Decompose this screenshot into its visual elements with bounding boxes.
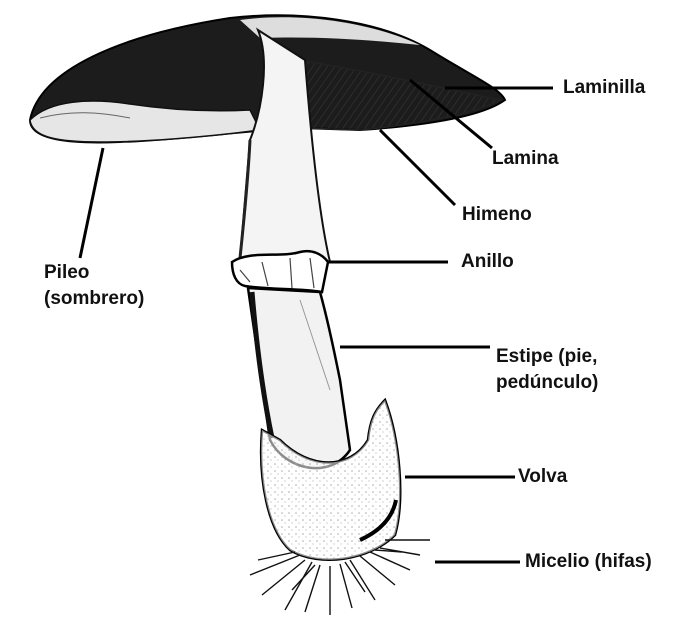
label-estipe-line2: pedúnculo): [496, 372, 598, 394]
label-volva: Volva: [518, 466, 567, 488]
label-pileo-line1: Pileo: [44, 262, 89, 284]
label-lamina: Lamina: [492, 148, 559, 170]
label-estipe-line1: Estipe (pie,: [496, 346, 597, 368]
label-pileo-line2: (sombrero): [44, 288, 144, 310]
label-himeno: Himeno: [462, 204, 532, 226]
anillo-ring: [232, 251, 328, 292]
label-laminilla: Laminilla: [563, 77, 645, 99]
leader-pileo: [80, 148, 103, 258]
label-anillo: Anillo: [461, 251, 514, 273]
label-micelio: Micelio (hifas): [525, 551, 652, 573]
leader-himeno: [380, 130, 455, 205]
